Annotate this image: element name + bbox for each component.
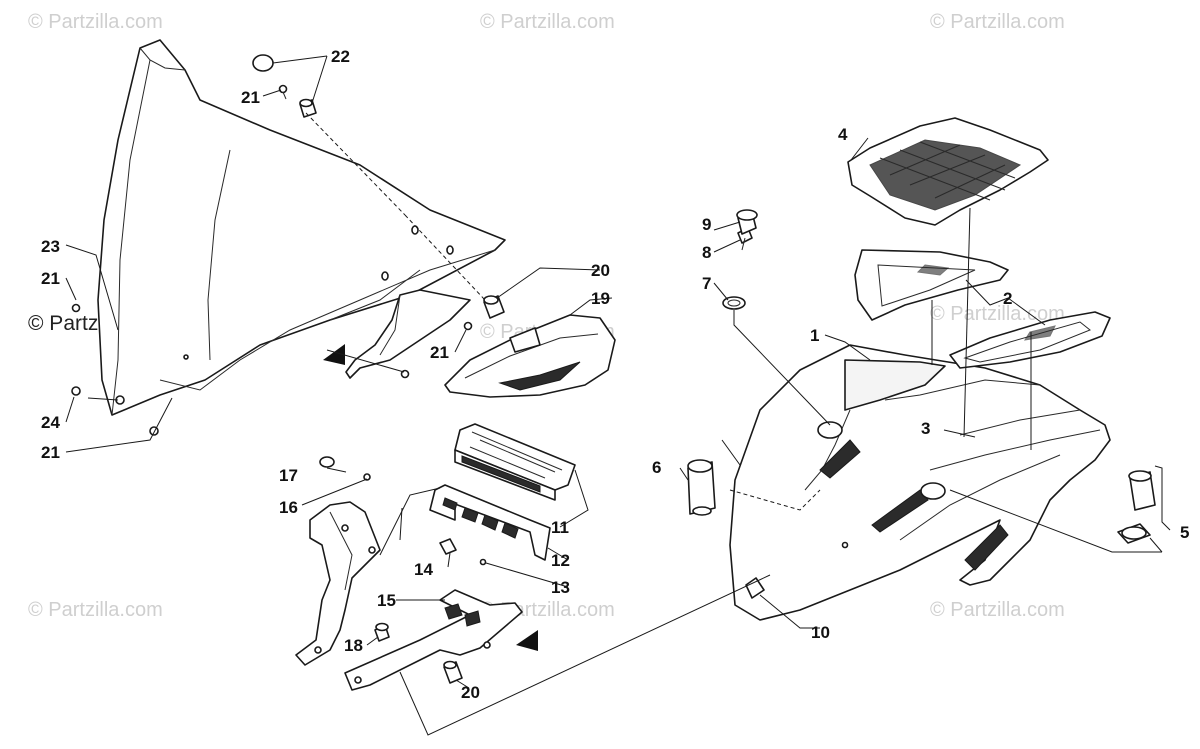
screw-24	[71, 386, 81, 396]
callout-21-center: 21	[430, 343, 449, 362]
washer-16	[363, 473, 371, 481]
callout-4: 4	[838, 125, 848, 144]
grommet-upper	[483, 295, 505, 319]
callout-14: 14	[414, 560, 433, 579]
callout-8: 8	[702, 243, 711, 262]
callout-17: 17	[279, 466, 298, 485]
clip-13	[479, 558, 487, 566]
nut-22-upper	[252, 54, 274, 72]
callout-2: 2	[1003, 289, 1012, 308]
gauge-part	[454, 423, 576, 501]
callout-12: 12	[551, 551, 570, 570]
callout-22: 22	[331, 47, 350, 66]
watermark-top-left: © Partzilla.com	[28, 11, 163, 33]
screen-panel-upper	[854, 249, 1009, 321]
cap-9	[736, 209, 758, 235]
watermark-top-center: © Partzilla.com	[480, 11, 615, 33]
windshield-part	[97, 39, 506, 416]
callout-24: 24	[41, 413, 60, 432]
hood-part	[729, 344, 1111, 621]
screen-panel-lower	[949, 311, 1111, 369]
callout-16: 16	[279, 498, 298, 517]
nut-17	[319, 456, 335, 468]
callout-3: 3	[921, 419, 930, 438]
callout-20-upper: 20	[591, 261, 610, 280]
small-hardware	[319, 456, 487, 642]
callout-21-bottom: 21	[41, 443, 60, 462]
left-mount-bracket	[295, 501, 381, 666]
plug-10	[745, 577, 765, 599]
callout-1: 1	[810, 326, 819, 345]
screw-21-bottom	[149, 426, 159, 436]
screw-21-center	[463, 321, 473, 331]
screw-14	[439, 538, 457, 555]
callout-labels: 22 21 23 21 24 21 21 20 19 11 12 13 14 1…	[41, 47, 1189, 702]
callout-13: 13	[551, 578, 570, 597]
callout-5: 5	[1180, 523, 1189, 542]
mesh-grille-part	[847, 117, 1049, 226]
windshield-lower-bracket	[345, 289, 471, 379]
callout-11: 11	[551, 518, 569, 537]
ignition-switch-5	[1117, 470, 1156, 544]
gauge-bracket-part	[429, 484, 551, 561]
callout-21-top: 21	[241, 88, 260, 107]
watermark-bottom-left: © Partzilla.com	[28, 599, 163, 621]
callout-15: 15	[377, 591, 396, 610]
callout-9: 9	[702, 215, 711, 234]
leader-lines	[65, 55, 1171, 736]
grommet-lower	[443, 660, 463, 684]
switch-6	[687, 459, 716, 516]
watermark-mid-right: © Partzilla.com	[930, 303, 1065, 325]
callout-20-lower: 20	[461, 683, 480, 702]
callout-18: 18	[344, 636, 363, 655]
callout-7: 7	[702, 274, 711, 293]
callout-21-left: 21	[41, 269, 60, 288]
screw-21-top	[278, 84, 288, 94]
bezel-7	[722, 296, 746, 310]
watermark-top-right: © Partzilla.com	[930, 11, 1065, 33]
callout-19: 19	[591, 289, 610, 308]
callout-10: 10	[811, 623, 830, 642]
direction-arrow-left	[323, 344, 345, 365]
direction-arrow-right	[516, 630, 538, 651]
callout-23: 23	[41, 237, 60, 256]
callout-6: 6	[652, 458, 661, 477]
watermark-bottom-right: © Partzilla.com	[930, 599, 1065, 621]
headlight-cover-part	[444, 314, 616, 398]
screw-21-left	[71, 303, 81, 313]
lower-bracket-part	[344, 589, 523, 691]
